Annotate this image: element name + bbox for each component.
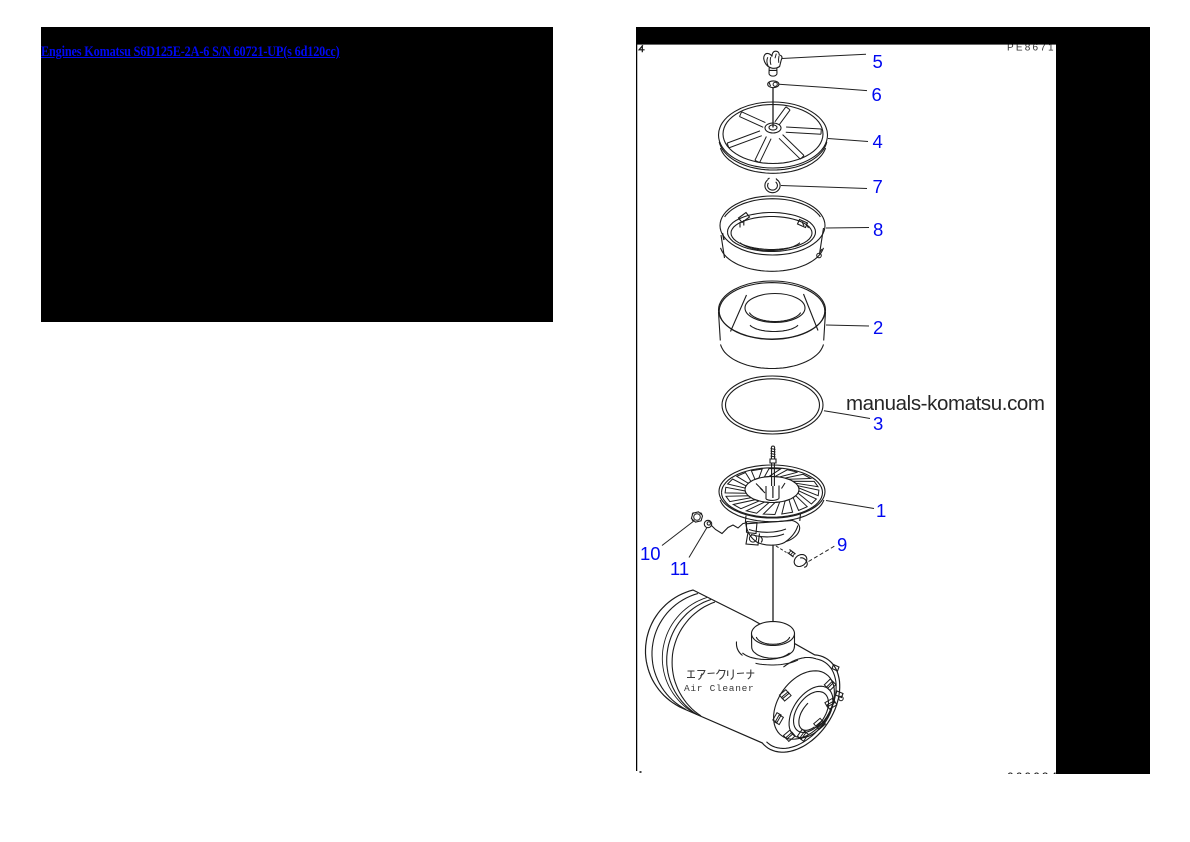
svg-text:4: 4 — [873, 131, 883, 152]
svg-text:5: 5 — [873, 51, 883, 72]
svg-text:1: 1 — [876, 500, 886, 521]
svg-text:9: 9 — [837, 534, 847, 555]
svg-text:manuals-komatsu.com: manuals-komatsu.com — [846, 392, 1045, 415]
svg-text:11: 11 — [670, 558, 689, 579]
svg-text:8: 8 — [873, 219, 883, 240]
svg-text:2: 2 — [873, 317, 883, 338]
svg-text:3: 3 — [873, 413, 883, 434]
svg-text:7: 7 — [873, 176, 883, 197]
svg-text:PE8671: PE8671 — [1007, 43, 1056, 54]
svg-text:060624: 060624 — [1007, 770, 1059, 774]
svg-text:Air Cleaner: Air Cleaner — [684, 683, 754, 694]
svg-text:6: 6 — [872, 84, 882, 105]
svg-text:10: 10 — [640, 543, 661, 564]
